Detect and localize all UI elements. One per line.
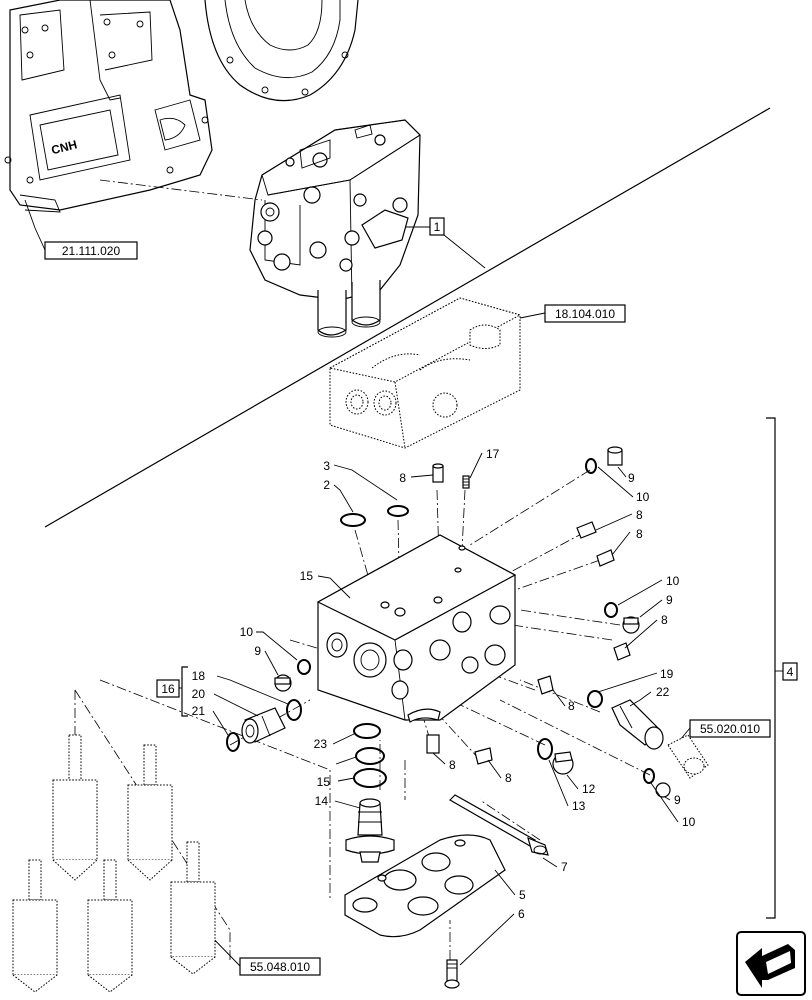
svg-text:16: 16 [161, 682, 175, 696]
callout-9-right: 9 [666, 593, 673, 607]
plug-9-lower [655, 782, 671, 798]
callout-8-mid1: 8 [636, 508, 643, 522]
plug-8-mid2 [596, 549, 615, 567]
callout-8-top: 8 [399, 471, 406, 485]
callout-8-right-lower: 8 [568, 699, 575, 713]
ghost-cartridges [12, 734, 216, 993]
callout-8-under1: 8 [449, 758, 456, 772]
callout-10-right: 10 [666, 574, 680, 588]
svg-text:1: 1 [434, 220, 441, 234]
section-ref-55020010[interactable]: 55.020.010 [679, 719, 771, 741]
callout-12: 13 [572, 799, 586, 813]
callout-9-left: 9 [254, 644, 261, 658]
callout-11: 12 [582, 782, 596, 796]
callout-5: 5 [519, 888, 526, 902]
callout-10-left: 10 [240, 625, 254, 639]
svg-text:4: 4 [787, 665, 794, 679]
callout-21: 23 [314, 737, 328, 751]
section-divider [44, 107, 771, 528]
boxed-ref-16: 16 [156, 666, 188, 717]
o-ring-2 [340, 513, 366, 527]
callout-15-left: 18 [192, 669, 206, 683]
o-ring-21 [353, 723, 381, 739]
o-ring-20 [353, 768, 387, 788]
callout-17: 20 [192, 687, 206, 701]
svg-text:55.048.010: 55.048.010 [250, 960, 310, 974]
callout-8-right: 8 [661, 613, 668, 627]
plug-8-mid1 [576, 521, 597, 539]
plate-5 [344, 834, 506, 938]
callout-10-lower: 10 [682, 815, 696, 829]
washer-10-lower [643, 768, 655, 784]
callout-14: 17 [486, 447, 500, 461]
o-ring-23 [355, 747, 385, 765]
callout-numbers: 3 2 8 17 9 10 8 8 15 10 9 8 10 9 18 20 2… [192, 447, 696, 921]
plug-8-under2 [474, 747, 493, 765]
assembly-lines [74, 469, 651, 960]
callout-6: 6 [518, 907, 525, 921]
cartridge-19 [345, 798, 395, 863]
o-ring-3 [387, 505, 409, 517]
seal-15-right [587, 690, 603, 708]
svg-text:18.104.010: 18.104.010 [555, 307, 615, 321]
svg-text:55.020.010: 55.020.010 [700, 722, 760, 736]
sensor-22 [611, 699, 664, 750]
callout-7: 7 [561, 860, 568, 874]
plug-8-right-lower [537, 675, 554, 695]
callout-8-under2: 8 [505, 771, 512, 785]
section-ref-18104010[interactable]: 18.104.010 [519, 304, 626, 323]
plug-14 [462, 475, 470, 489]
callout-2: 2 [323, 478, 330, 492]
section-ref-55048010[interactable]: 55.048.010 [204, 929, 321, 976]
plug-9-right [622, 616, 640, 634]
transmission-housing: CNH [4, 0, 359, 213]
callout-18: 21 [192, 704, 206, 718]
boxed-ref-1: 1 [405, 217, 486, 269]
washer-12 [537, 738, 553, 760]
plug-9-top [607, 446, 623, 466]
callout-9-top: 9 [628, 471, 635, 485]
callout-22: 22 [656, 685, 670, 699]
callout-15-right: 19 [660, 667, 674, 681]
washer-10-left [297, 659, 311, 675]
seal-15-left [286, 699, 302, 721]
callout-20: 15 [317, 775, 331, 789]
cartridge-17 [241, 707, 286, 744]
plug-9-left [274, 674, 292, 692]
callout-3: 3 [323, 459, 330, 473]
callout-13: 15 [300, 569, 314, 583]
leader-lines [212, 452, 679, 966]
arrow-back-icon[interactable] [736, 931, 806, 996]
callout-9-lower: 9 [674, 793, 681, 807]
callout-8-mid2: 8 [636, 527, 643, 541]
plug-8-top [432, 463, 444, 483]
cnh-lettering: CNH [50, 137, 79, 157]
seal-18 [226, 732, 240, 752]
section-ref-21111020[interactable]: 21.111.020 [24, 199, 138, 260]
bracket-group-4: 4 [766, 417, 798, 919]
washer-10-top [585, 458, 597, 474]
callout-10-top: 10 [636, 490, 650, 504]
bolt-7 [449, 794, 549, 856]
plug-11 [552, 751, 574, 775]
valve-body-13 [316, 534, 517, 723]
ghost-valve-body [328, 297, 522, 449]
callout-19: 14 [315, 794, 329, 808]
svg-text:21.111.020: 21.111.020 [62, 244, 121, 258]
valve-assembly [249, 119, 421, 338]
washer-10-right [604, 602, 618, 618]
plug-8-under1 [426, 734, 440, 754]
screw-6 [444, 959, 460, 989]
ghost-connector [667, 734, 709, 779]
